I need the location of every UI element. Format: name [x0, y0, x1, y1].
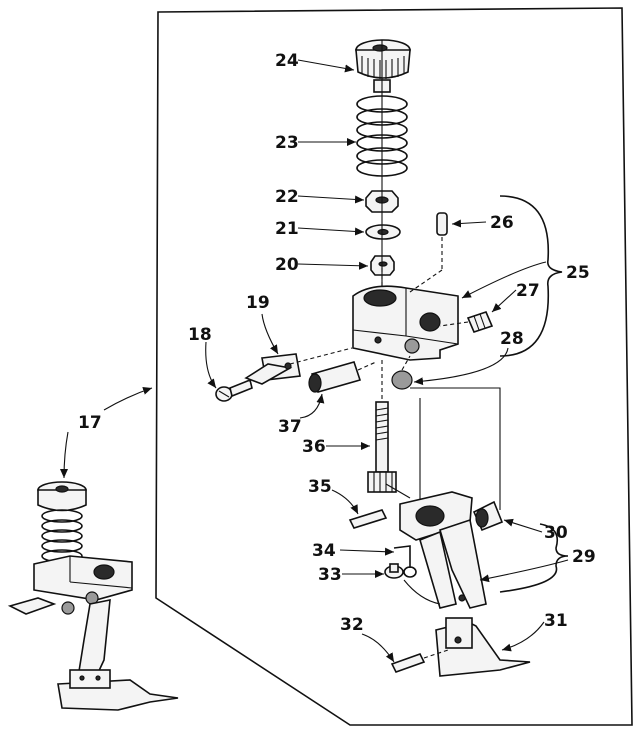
part-35-pin: [348, 509, 388, 529]
callout-35: 35: [308, 477, 332, 497]
callout-31: 31: [544, 611, 568, 631]
part-36-shaft: [367, 360, 397, 493]
part-33-screw: [384, 563, 404, 579]
callout-34: 34: [312, 541, 336, 561]
part-19-thread-guide: [244, 353, 301, 385]
brace-29: [499, 523, 569, 593]
callout-25: 25: [566, 263, 590, 283]
callout-17: 17: [78, 413, 102, 433]
part-24-thumb-nut: [355, 39, 411, 93]
part-28-set-screw: [391, 355, 413, 390]
part-18-screw: [215, 378, 253, 402]
part-29-presser-leg: [399, 491, 487, 609]
part-30-bushing: [472, 500, 504, 532]
callout-30: 30: [544, 523, 568, 543]
part-34-clip: [393, 545, 417, 578]
part-31-presser-foot: [435, 617, 531, 677]
callout-33: 33: [318, 565, 342, 585]
part-25-holder-block: [352, 285, 459, 361]
callout-32: 32: [340, 615, 364, 635]
callout-28: 28: [500, 329, 524, 349]
callout-27: 27: [516, 281, 540, 301]
callout-21: 21: [275, 219, 299, 239]
part-32-hinge-pin: [390, 649, 449, 673]
callout-37: 37: [278, 417, 302, 437]
callout-19: 19: [246, 293, 270, 313]
callout-22: 22: [275, 187, 299, 207]
part-21-washer: [365, 224, 401, 240]
callout-20: 20: [275, 255, 299, 275]
callout-18: 18: [188, 325, 212, 345]
exploded-view-frame: [155, 7, 633, 726]
callout-24: 24: [275, 51, 299, 71]
part-37-bushing: [308, 361, 377, 393]
callout-23: 23: [275, 133, 299, 153]
brace-25: [499, 195, 563, 357]
part-27-set-screw: [439, 311, 494, 333]
assembled-presser-foot: [7, 481, 179, 711]
callout-26: 26: [490, 213, 514, 233]
callout-36: 36: [302, 437, 326, 457]
part-26-pin: [436, 212, 448, 270]
callout-29: 29: [572, 547, 596, 567]
leader-arrows: [60, 59, 569, 663]
